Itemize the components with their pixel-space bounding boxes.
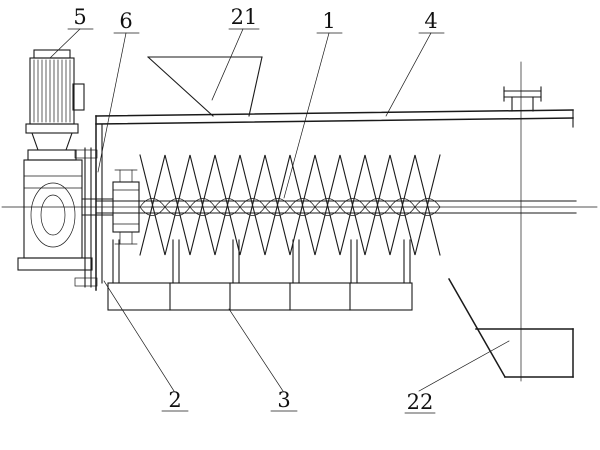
feed-hopper [147, 56, 263, 117]
callout-5: 5 [73, 5, 86, 29]
callout-6: 6 [119, 9, 132, 33]
bottom-liner [107, 282, 413, 311]
motor [25, 49, 85, 134]
mount-flange [74, 147, 98, 288]
callout-1: 1 [322, 9, 335, 33]
screw-auger [139, 154, 441, 256]
inlet-pipe-flange [503, 86, 542, 112]
callout-21: 21 [231, 5, 258, 29]
leader-lines [49, 28, 510, 414]
gear-reducer [17, 132, 93, 271]
callout-2: 2 [168, 388, 181, 412]
callout-4: 4 [424, 9, 437, 33]
drain-slots [112, 239, 411, 284]
callouts: 5 6 21 1 4 2 3 22 [73, 5, 437, 414]
trough [95, 109, 574, 291]
shaft-centerline [1, 200, 598, 214]
discharge-chute [447, 61, 574, 382]
callout-3: 3 [277, 388, 290, 412]
callout-22: 22 [407, 390, 434, 414]
